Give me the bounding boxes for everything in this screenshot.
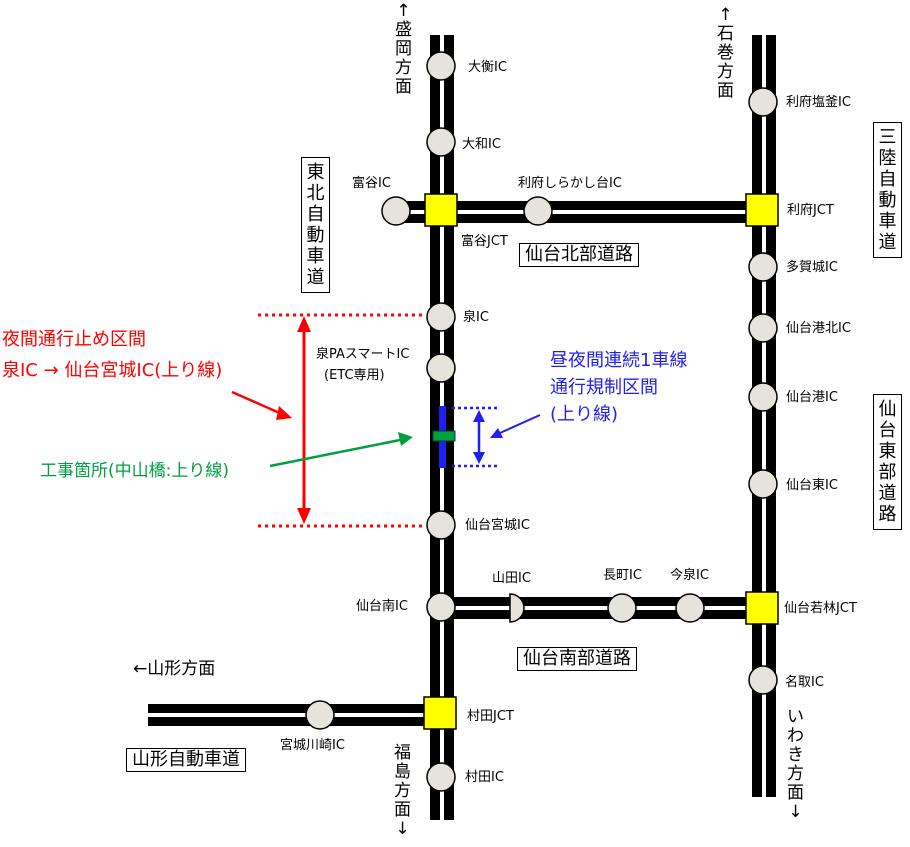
road-tohoku-label: 東北自動車道 — [301, 157, 330, 293]
label-tomiya-jct: 富谷JCT — [461, 234, 508, 249]
label-izumi-pa-etc-note: (ETC専用) — [324, 368, 385, 383]
single-lane-line2: 通行規制区間 — [550, 377, 658, 398]
night-closure-range: 泉IC → 仙台宮城IC(上り線) — [2, 360, 223, 381]
label-tagajo-ic: 多賀城IC — [786, 260, 838, 275]
single-lane-line3: (上り線) — [550, 404, 619, 425]
label-sendaiko-ic: 仙台港IC — [786, 390, 838, 405]
ic-sendaiko-kita-circle — [748, 313, 778, 343]
ic-yamada-halfcircle — [509, 593, 525, 623]
label-taiwa-ic: 大和IC — [462, 137, 501, 152]
label-izumi-pa-smart-ic: 泉PAスマートIC — [316, 347, 410, 362]
ic-nagamachi-circle — [607, 593, 637, 623]
direction-morioka: ↑盛岡方面 — [395, 1, 412, 97]
construction-site-label: 工事箇所(中山橋:上り線) — [40, 461, 229, 481]
ic-izumi-circle — [426, 302, 456, 332]
road-sanriku-label: 三陸自動車道 — [873, 122, 902, 258]
direction-fukushima: 福島方面↓ — [394, 743, 411, 839]
road-sendai-north-label: 仙台北部道路 — [519, 243, 639, 267]
road-sendai-east-label: 仙台東部道路 — [873, 394, 902, 530]
construction-pointer — [269, 432, 413, 468]
ic-sendaiko-circle — [748, 382, 778, 412]
label-miyagi-kawasaki-ic: 宮城川崎IC — [280, 738, 345, 753]
direction-yamagata: ←山形方面 — [133, 659, 216, 679]
label-murata-jct: 村田JCT — [467, 709, 514, 724]
label-sendai-miyagi-ic: 仙台宮城IC — [465, 518, 530, 533]
ic-murata-circle — [426, 762, 456, 792]
ic-rifu-shiogama-circle — [748, 87, 778, 117]
ic-sendai-miyagi-circle — [426, 510, 456, 540]
ic-natori-circle — [748, 665, 778, 695]
road-yamagata-label: 山形自動車道 — [126, 748, 246, 772]
label-nagamachi-ic: 長町IC — [603, 568, 642, 583]
ic-sendai-minami-circle — [426, 592, 456, 622]
label-wakabayashi-jct: 仙台若林JCT — [784, 601, 857, 616]
night-closure-indicator — [231, 313, 425, 528]
road-sendai-south-label: 仙台南部道路 — [517, 647, 637, 671]
label-yamada-ic: 山田IC — [492, 571, 531, 586]
sendai-south-road-line — [440, 597, 764, 619]
direction-iwaki: いわき方面↓ — [787, 707, 804, 822]
ic-tomiya-circle — [381, 196, 411, 226]
ic-tagajo-circle — [748, 252, 778, 282]
label-izumi-ic: 泉IC — [463, 310, 489, 325]
label-imaizumi-ic: 今泉IC — [670, 568, 709, 583]
construction-marker — [432, 430, 456, 442]
label-sendai-higashi-ic: 仙台東IC — [786, 478, 838, 493]
label-natori-ic: 名取IC — [785, 675, 824, 690]
jct-rifu-square — [745, 193, 779, 227]
label-rifu-shirakashi-ic: 利府しらかし台IC — [518, 176, 622, 191]
ic-miyagi-kawasaki-circle — [305, 700, 335, 730]
jct-wakabayashi-square — [745, 591, 779, 625]
label-daikou-ic: 大衡IC — [468, 60, 507, 75]
label-sendai-minami-ic: 仙台南IC — [356, 599, 408, 614]
ic-imaizumi-circle — [675, 593, 705, 623]
jct-murata-square — [423, 696, 457, 730]
ic-sendai-higashi-circle — [748, 469, 778, 499]
label-sendaiko-kita-ic: 仙台港北IC — [786, 321, 851, 336]
ic-izumi-pa-circle — [426, 353, 456, 383]
sendai-north-road-line — [392, 201, 764, 223]
jct-tomiya-square — [424, 193, 458, 227]
ic-taiwa-circle — [426, 127, 456, 157]
label-rifu-shiogama-ic: 利府塩釜IC — [786, 95, 851, 110]
label-murata-ic: 村田IC — [465, 770, 504, 785]
yamagata-expressway-line — [148, 704, 444, 726]
ic-rifu-shirakashi-circle — [523, 196, 553, 226]
night-closure-title: 夜間通行止め区間 — [2, 329, 146, 350]
single-lane-indicator — [452, 406, 541, 468]
direction-ishinomaki: ↑石巻方面 — [717, 5, 734, 101]
label-tomiya-ic: 富谷IC — [352, 176, 391, 191]
ic-daikou-circle — [426, 51, 456, 81]
label-rifu-jct: 利府JCT — [787, 203, 834, 218]
single-lane-line1: 昼夜間連続1車線 — [550, 350, 688, 371]
